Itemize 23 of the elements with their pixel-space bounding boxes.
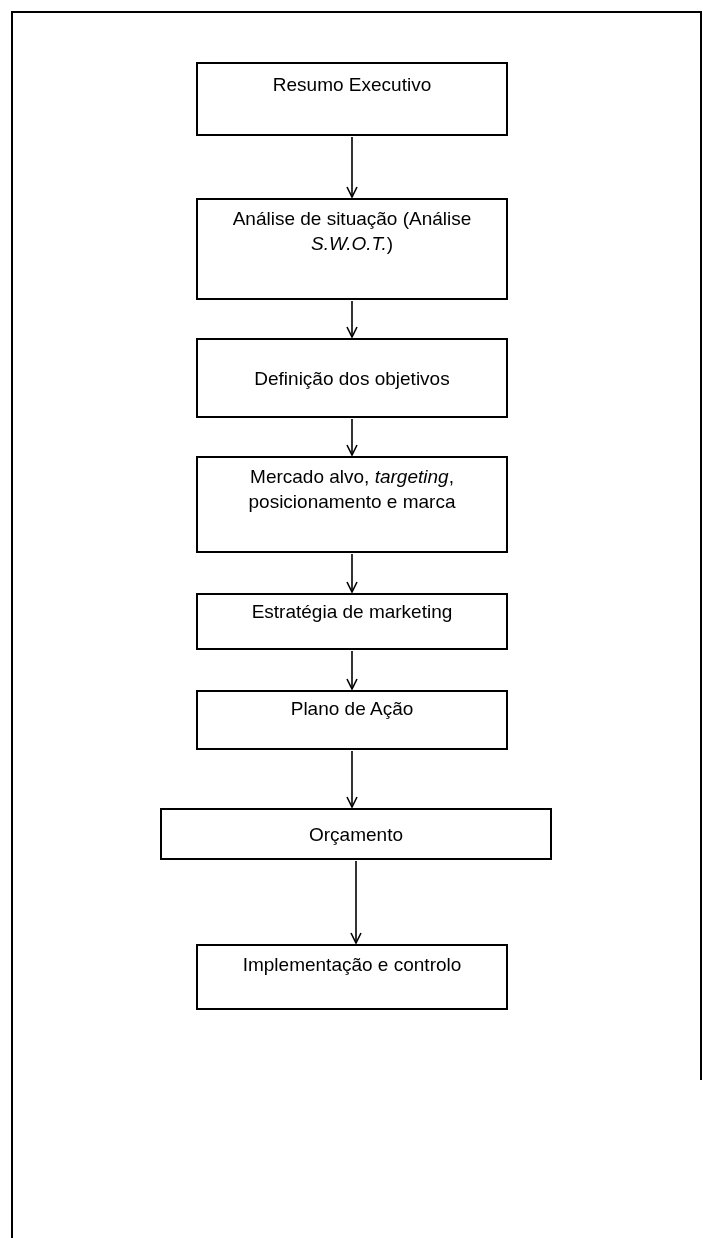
box-label: Orçamento: [308, 823, 404, 847]
process-box: [196, 690, 508, 750]
box-label: Resumo Executivo: [271, 73, 433, 97]
arrow: [346, 750, 358, 808]
arrow: [346, 136, 358, 198]
box-label: Mercado alvo, targeting, posicionamento e marca: [247, 465, 457, 514]
arrow: [346, 553, 358, 593]
box-label: Plano de Ação: [289, 697, 415, 721]
arrow: [350, 860, 362, 944]
arrow: [346, 650, 358, 690]
process-box: [196, 198, 508, 300]
process-box: [160, 808, 552, 860]
process-box: [196, 456, 508, 553]
box-label: Análise de situação (Análise S.W.O.T.): [231, 207, 473, 256]
box-label: Estratégia de marketing: [250, 600, 454, 624]
process-box: [196, 62, 508, 136]
box-label: Definição dos objetivos: [253, 367, 451, 391]
arrow: [346, 418, 358, 456]
process-box: [196, 593, 508, 650]
box-label: Implementação e controlo: [241, 953, 463, 977]
arrow: [346, 300, 358, 338]
process-box: [196, 944, 508, 1010]
process-box: [196, 338, 508, 418]
